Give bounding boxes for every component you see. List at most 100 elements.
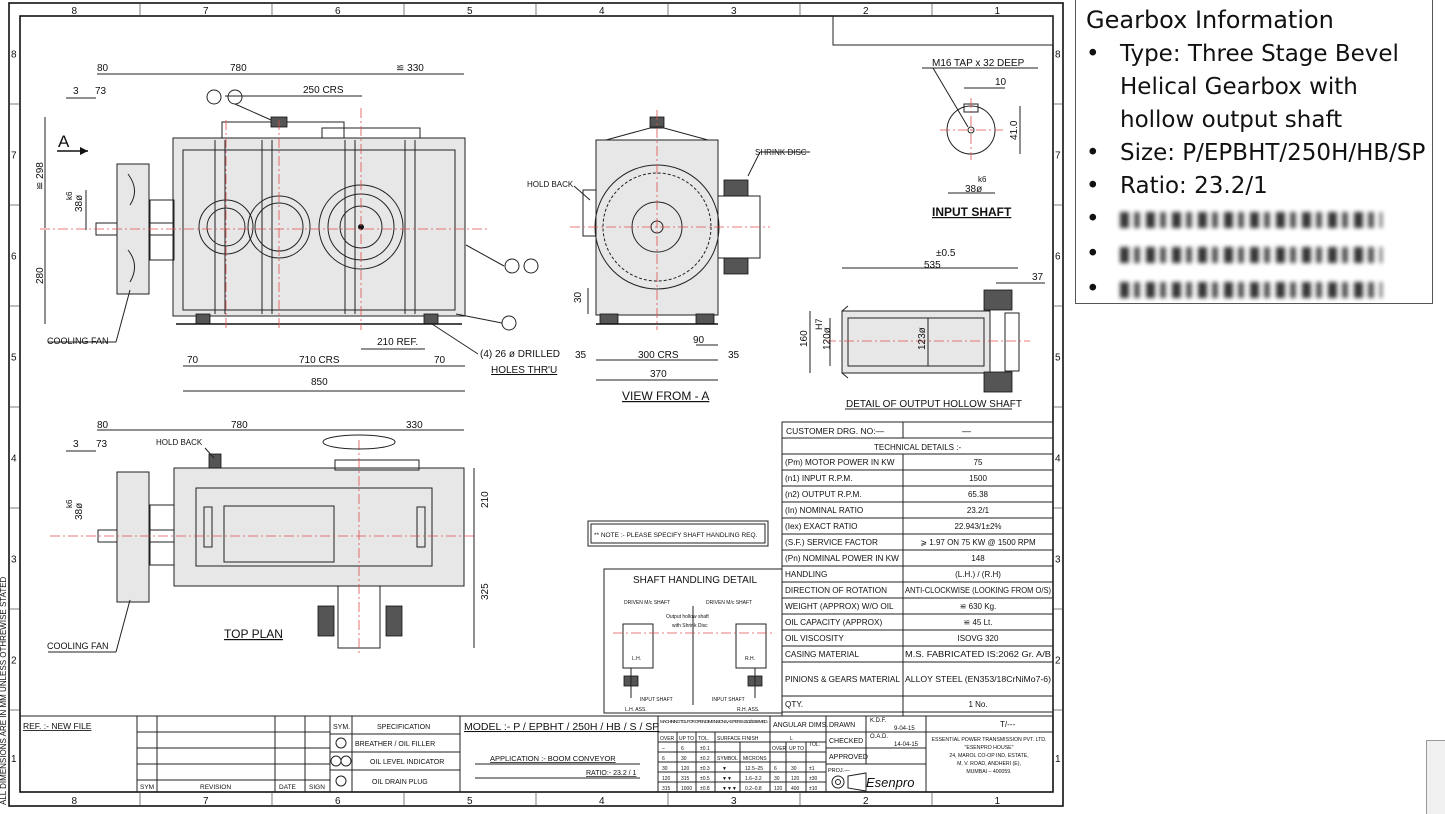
info-item-redacted: • [1086,203,1431,238]
tp-dim-73: 73 [96,439,108,450]
is-dim-38: 38ø [965,184,982,195]
rev-hdr-sign: SIGN [309,784,325,791]
angular-title: ANGULAR DIMS. [773,722,828,729]
col-label-top: 4 [599,6,605,17]
col-label-bottom: 8 [72,796,78,807]
bullet-icon: • [1086,140,1100,166]
customer-drg-label: CUSTOMER DRG. NO:— [786,426,885,436]
shaft-handling-sketch [613,606,773,705]
row-label-left: 8 [11,50,17,61]
row-label-left: 6 [11,252,17,263]
tech-row-value: 23.2/1 [967,506,990,515]
fv-dim-70b: 70 [434,355,446,366]
tech-row-label: HANDLING [785,570,827,579]
angular-header-l: L [790,736,793,742]
sv-dim-35a: 35 [575,350,587,361]
finish-sub-header: MICRONS [743,756,767,762]
angular-cell: ±10 [809,786,818,792]
front-view [40,73,539,392]
sym-header: SYM. [333,724,350,731]
tech-row-label: OIL CAPACITY (APPROX) [785,618,882,627]
fv-dim-330: ≌ 330 [396,63,424,74]
spec-header: SPECIFICATION [377,724,430,731]
fv-dim-780: 780 [230,63,247,74]
is-dim-10: 10 [995,77,1007,88]
col-label-bottom: 3 [731,796,737,807]
tp-dim-330: 330 [406,420,423,431]
fv-dim-280: 280 [35,267,46,284]
mach-cell: – [662,746,665,752]
col-label-top: 5 [467,6,473,17]
row-label-left: 3 [11,555,17,566]
hs-dim-123: 123ø [917,327,928,350]
bullet-icon: • [1086,206,1100,232]
shaft-handling-title: SHAFT HANDLING DETAIL [633,575,758,586]
col-label-top: 8 [72,6,78,17]
vertical-note: ALL DIMENSIONS ARE IN MM UNLESS OTHREWIS… [0,576,8,805]
drawing-number: T/--- [1000,720,1015,729]
mach-cell: ±0.3 [700,766,710,772]
finish-symbol: ▼▼ [722,776,732,782]
angular-cell: 400 [791,786,800,792]
tp-dim-3: 3 [73,439,79,450]
row-label-right: 8 [1055,50,1061,61]
gearbox-info-panel: Gearbox Information •Type: Three Stage B… [1075,0,1433,304]
angular-header: UP TO [789,746,804,752]
tp-dim-38: 38ø [74,503,85,520]
sv-dim-300crs: 300 CRS [638,350,679,361]
tech-row-label: DIRECTION OF ROTATION [785,586,887,595]
company-line: MUMBAI – 400059. [966,769,1011,775]
spec-breather: BREATHER / OIL FILLER [355,741,435,748]
row-label-left: 4 [11,454,17,465]
spec-drain: OIL DRAIN PLUG [372,779,428,786]
rev-hdr-sym: SYM [140,784,154,791]
rev-hdr-revision: REVISION [200,784,231,791]
tech-row-label: (In) NOMINAL RATIO [785,506,863,515]
bullet-icon: • [1086,241,1100,267]
angular-cell: 6 [774,766,777,772]
sh-lbl-rhass: R.H. ASS. [737,707,760,713]
fv-dim-710: 710 CRS [299,355,340,366]
mach-cell: 6 [662,756,665,762]
col-label-bottom: 6 [335,796,341,807]
hs-dim-37: 37 [1032,272,1044,283]
row-label-left: 5 [11,353,17,364]
redacted-text [1120,282,1382,298]
tp-dim-80: 80 [97,420,109,431]
mach-cell: ±0.1 [700,746,710,752]
finish-microns: 1.6–3.2 [745,776,762,782]
mach-cell: 6 [681,746,684,752]
redacted-text [1120,212,1382,228]
note-box [587,520,769,547]
tech-row-label: (Iex) EXACT RATIO [785,522,857,531]
title-block [20,715,1053,792]
col-label-top: 2 [863,6,869,17]
signoff-name: O.A.D. [870,734,888,740]
mach-cell: 315 [662,786,671,792]
drilled-holes-label: (4) 26 ø DRILLED [480,349,560,360]
tech-row-value: ⩾ 1.97 ON 75 KW @ 1500 RPM [920,538,1036,547]
angular-cell: 120 [791,776,800,782]
mach-header: TOL. [698,736,709,742]
row-label-right: 7 [1055,151,1061,162]
row-label-right: 2 [1055,656,1061,667]
window-edge-widget[interactable] [1426,740,1445,814]
tap-label: M16 TAP x 32 DEEP [932,58,1025,69]
signoff-role: APPROVED [829,754,868,761]
info-list: •Type: Three Stage Bevel Helical Gearbox… [1086,38,1431,308]
hold-back-label: HOLD BACK [527,180,574,189]
shrink-disc-label: SHRINK DISC [755,148,807,157]
tech-row-value: ≌ 630 Kg. [960,602,997,611]
tech-row-value: ISOVG 320 [958,634,999,643]
angular-cell: 30 [774,776,780,782]
input-shaft-title: INPUT SHAFT [932,205,1012,219]
signoff-role: CHECKED [829,738,863,745]
row-label-right: 3 [1055,555,1061,566]
fv-dim-850: 850 [311,377,328,388]
info-item-redacted: • [1086,238,1431,273]
tech-row-label: QTY. [785,700,803,709]
tech-row-value: 22.943/1±2% [954,522,1001,531]
proj-label: PROJ.— [828,768,850,774]
mach-header: UP TO [679,736,694,742]
fv-dim-298: ≌ 298 [35,162,46,190]
